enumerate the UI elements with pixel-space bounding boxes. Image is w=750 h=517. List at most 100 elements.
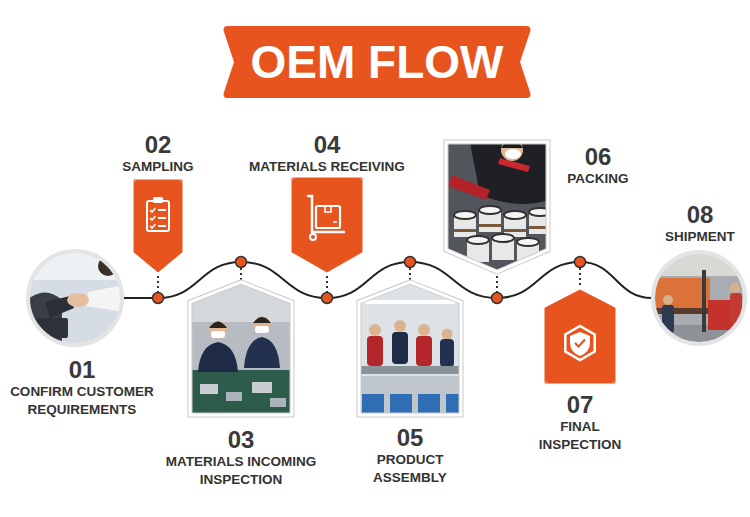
receiving-marker-part: [322, 293, 333, 304]
packing-photo: [446, 139, 551, 304]
packing-photo-part: [496, 276, 498, 292]
receiving-marker: [292, 178, 362, 304]
outline-border: [545, 290, 615, 383]
step-label: MATERIALS RECEIVING: [227, 158, 427, 176]
outline-shadow: [446, 142, 548, 272]
assembly-photo-part-part: [367, 336, 383, 366]
step-caption: 04MATERIALS RECEIVING: [227, 132, 427, 176]
title-banner: [224, 26, 531, 98]
outline-border: [292, 178, 362, 272]
sampling-marker-part: [157, 276, 159, 292]
node-outline: [27, 250, 123, 346]
assembly-photo-part-part: [418, 324, 430, 336]
wave-connector: [241, 262, 327, 298]
photo-marker: 06PACKING: [446, 142, 548, 298]
incoming-inspection-photo-part-part: [226, 392, 242, 401]
title-slot: OEM FLOW: [222, 26, 532, 98]
outline-border: [653, 252, 745, 344]
step-caption: 07FINAL INSPECTION: [525, 392, 635, 454]
step-number: 06: [548, 144, 648, 170]
sampling-marker-part: [150, 208, 156, 228]
packing-photo-part-part: [470, 142, 548, 204]
packing-photo-part-part: [454, 215, 476, 237]
assembly-photo-part-part: [390, 394, 412, 415]
sampling-marker-part: [134, 180, 182, 272]
assembly-photo-part-part: [365, 300, 455, 304]
step-number: 05: [355, 425, 465, 451]
assembly-photo-part: [359, 282, 461, 415]
shipment-photo-part: [663, 295, 673, 305]
final-inspection-marker: [545, 257, 615, 384]
packing-photo-part-part: [517, 238, 539, 246]
step-number: 07: [525, 392, 635, 418]
final-inspection-marker-part: [575, 257, 586, 268]
shipment-photo-part: [655, 278, 710, 308]
step-caption: 08SHIPMENT: [655, 202, 745, 246]
receiving-marker-part: [326, 276, 328, 292]
incoming-inspection-photo-part-part: [209, 322, 227, 329]
packing-photo-part-part: [454, 211, 476, 219]
step-marker: 04MATERIALS RECEIVING: [292, 178, 362, 298]
node-outline: [190, 262, 292, 415]
step-label: MATERIALS INCOMING INSPECTION: [154, 453, 329, 489]
incoming-inspection-photo-part-part: [209, 321, 227, 339]
incoming-inspection-photo-part-part: [190, 282, 292, 322]
receiving-marker-part: [316, 206, 340, 228]
final-inspection-marker-part: [579, 268, 581, 286]
assembly-photo-part-part: [369, 324, 381, 336]
wave-connector: [158, 262, 241, 298]
shipment-photo-part: [730, 283, 740, 293]
handshake-photo: [27, 250, 123, 346]
node-outline: [446, 142, 548, 298]
packing-photo-part-part: [448, 175, 490, 200]
packing-photo-part-part: [454, 229, 476, 232]
sampling-marker-part: [147, 201, 169, 231]
step-caption: 03MATERIALS INCOMING INSPECTION: [154, 427, 329, 489]
incoming-inspection-photo-part-part: [190, 282, 292, 415]
incoming-inspection-photo-part-part: [198, 342, 238, 372]
shipment-photo-part: [702, 270, 706, 332]
packing-photo-part-part: [504, 215, 526, 237]
incoming-inspection-photo-part-part: [270, 398, 286, 407]
node-outline: [652, 251, 746, 345]
step-marker: 07FINAL INSPECTION: [545, 262, 615, 383]
incoming-inspection-photo-part-part: [255, 326, 269, 333]
handshake-photo-part: [67, 293, 89, 307]
step-label: SHIPMENT: [655, 228, 745, 246]
incoming-inspection-photo-part-part: [252, 382, 272, 393]
outline-shadow: [359, 282, 461, 415]
wave-connector: [580, 262, 652, 298]
final-inspection-marker-part: [570, 332, 590, 356]
title-banner-part: [224, 26, 531, 98]
packing-photo-part-part: [479, 206, 501, 214]
final-inspection-marker-part: [575, 340, 585, 347]
assembly-photo-part-part: [418, 394, 440, 415]
node-outline: [359, 262, 461, 415]
shipment-photo-part: [655, 308, 710, 314]
assembly-photo-part: [405, 257, 416, 268]
packing-photo-part-part: [446, 142, 548, 272]
photo-circle: 08SHIPMENT: [652, 251, 746, 345]
receiving-marker-part: [310, 234, 316, 240]
assembly-photo-part-part: [392, 332, 408, 364]
packing-photo-part-part: [505, 149, 521, 159]
packing-photo-part-part: [504, 211, 526, 219]
outline-border: [134, 180, 182, 272]
incoming-inspection-photo-part-part: [211, 331, 225, 338]
assembly-photo-part-part: [442, 329, 453, 340]
assembly-photo-part-part: [362, 394, 384, 415]
handshake-photo-part: [45, 296, 74, 318]
step-number: 02: [103, 132, 213, 158]
step-caption: 06PACKING: [548, 144, 648, 188]
assembly-photo-part-part: [440, 339, 454, 367]
incoming-inspection-photo-part: [236, 257, 247, 268]
receiving-marker-part: [333, 221, 337, 223]
photo-marker: 05PRODUCT ASSEMBLY: [359, 262, 461, 415]
assembly-photo: [359, 257, 461, 416]
incoming-inspection-photo-part-part: [190, 370, 292, 415]
packing-photo-part-part: [479, 210, 501, 232]
title-text: OEM FLOW: [251, 39, 504, 85]
shipment-photo-part: [652, 251, 746, 345]
handshake-photo-part: [86, 285, 123, 312]
step-number: 04: [227, 132, 427, 158]
